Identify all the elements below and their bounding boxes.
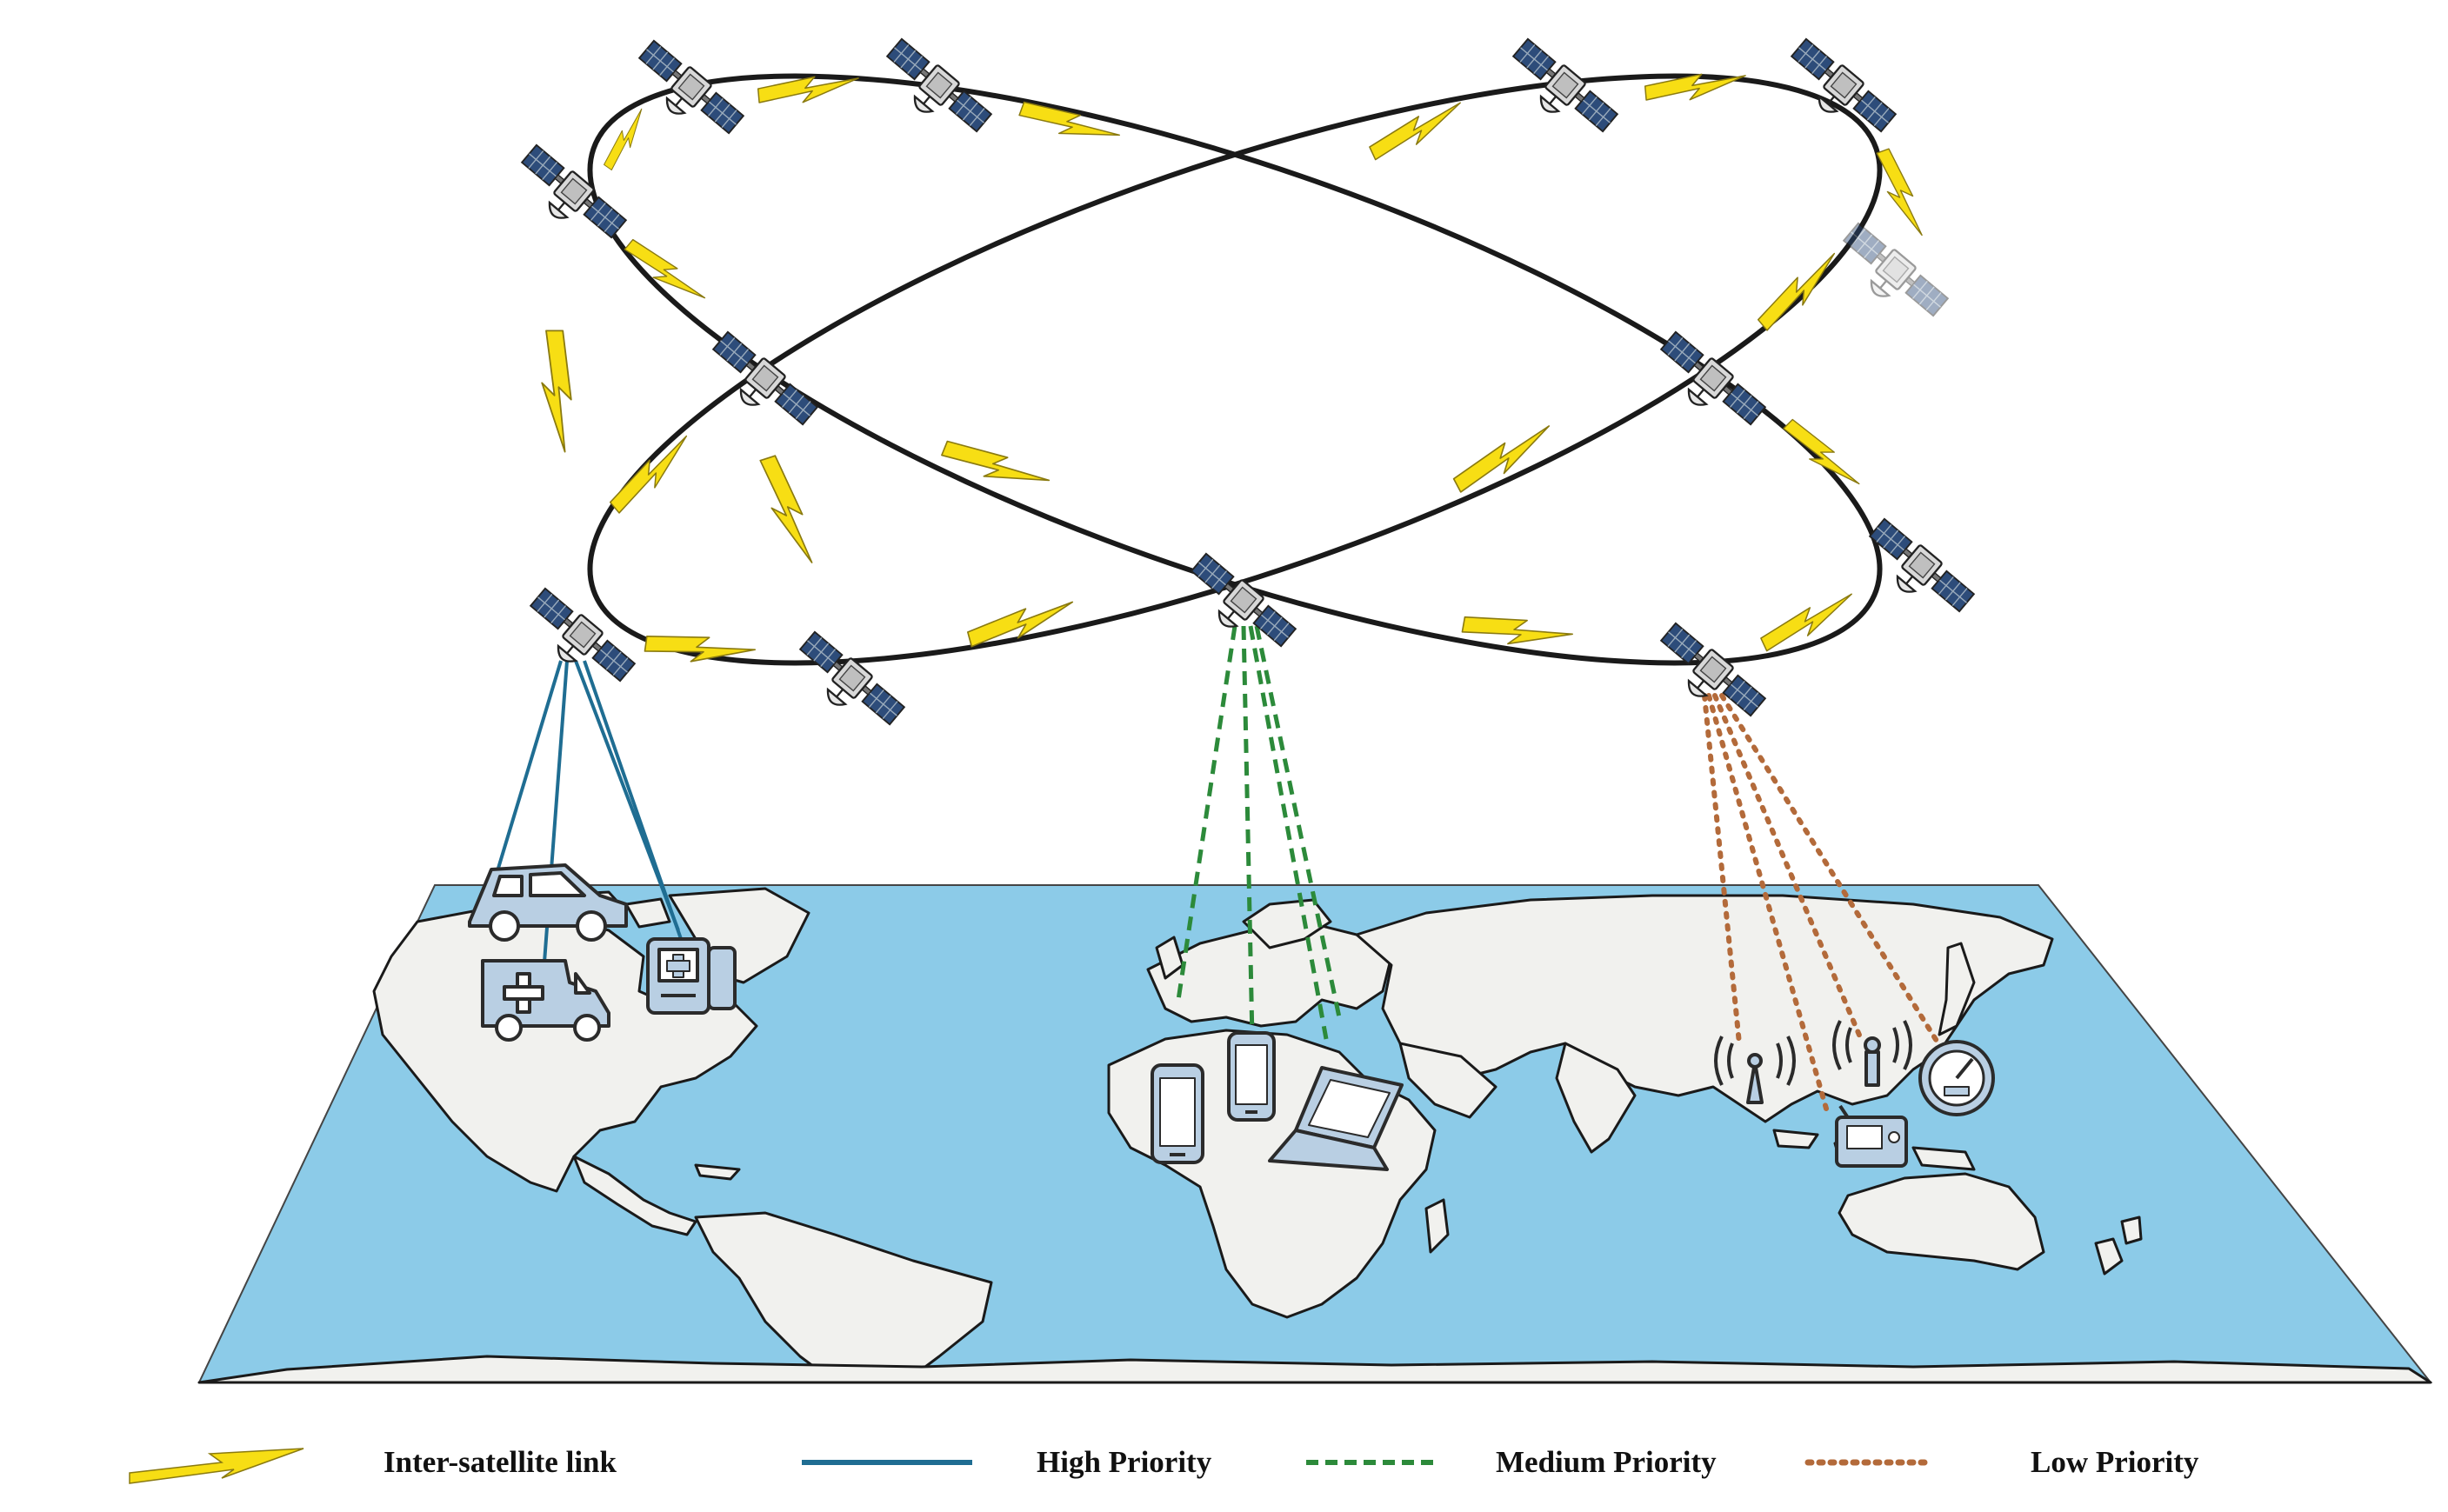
- smartphone-icon: [1227, 1031, 1276, 1122]
- ambulance-icon: [481, 959, 610, 1042]
- lightning-icon: [1780, 414, 1864, 497]
- legend-medium-priority: Medium Priority: [1304, 1445, 1717, 1480]
- legend-label-medium-priority: Medium Priority: [1496, 1445, 1717, 1479]
- orbit-ring-a: [587, 73, 1883, 666]
- lightning-icon: [644, 628, 757, 671]
- satellite-icon: [1835, 219, 1951, 330]
- medium-priority-line-swatch: [1306, 1460, 1433, 1465]
- lightning-icon: [540, 329, 573, 454]
- legend: Inter-satellite link High Priority Mediu…: [0, 1433, 2448, 1502]
- ground-devices: [468, 863, 1995, 1171]
- lightning-icon: [604, 431, 700, 516]
- smartphone-icon: [1151, 1063, 1204, 1164]
- lightning-icon: [1449, 420, 1560, 496]
- satellite-icon: [522, 584, 638, 696]
- lightning-icon: [1873, 145, 1927, 243]
- australia-landmass: [1838, 1172, 2045, 1271]
- medical-monitor-icon: [646, 937, 737, 1015]
- lightning-icon: [129, 1448, 304, 1484]
- legend-high-priority: High Priority: [800, 1445, 1211, 1480]
- legend-low-priority: Low Priority: [1804, 1445, 2198, 1480]
- cell-tower-icon: [1714, 1036, 1796, 1104]
- legend-inter-satellite-link: Inter-satellite link: [126, 1443, 617, 1487]
- north-america-landmass: [372, 907, 758, 1193]
- legend-label-low-priority: Low Priority: [2031, 1445, 2199, 1479]
- legend-label-inter-satellite-link: Inter-satellite link: [384, 1445, 617, 1479]
- lightning-icon: [599, 106, 653, 172]
- medium-priority-links: [1176, 625, 1342, 1040]
- satellite-icon: [630, 37, 747, 148]
- high-priority-line-swatch: [802, 1460, 972, 1465]
- car-icon: [468, 863, 628, 942]
- satellite-icon: [791, 628, 908, 739]
- orbits: [587, 73, 1883, 666]
- satellite-icon: [1652, 328, 1769, 439]
- orbit-ring-b: [587, 73, 1883, 666]
- low-priority-links: [1702, 693, 1946, 1111]
- pager-icon: [1835, 1104, 1908, 1168]
- lightning-icon: [622, 234, 709, 312]
- lightning-icon: [964, 596, 1079, 651]
- cell-tower-icon: [1832, 1020, 1912, 1087]
- satellite-icon: [1504, 35, 1621, 146]
- speedometer-icon: [1918, 1040, 1995, 1116]
- satellite-icon: [1652, 619, 1769, 730]
- lightning-icon: [1017, 95, 1123, 154]
- lightning-icon: [755, 451, 819, 571]
- legend-label-high-priority: High Priority: [1037, 1445, 1212, 1479]
- satellite-icon: [1861, 515, 1978, 626]
- lightning-icon: [939, 433, 1052, 501]
- laptop-icon: [1268, 1066, 1404, 1171]
- low-priority-line-swatch: [1804, 1459, 1935, 1466]
